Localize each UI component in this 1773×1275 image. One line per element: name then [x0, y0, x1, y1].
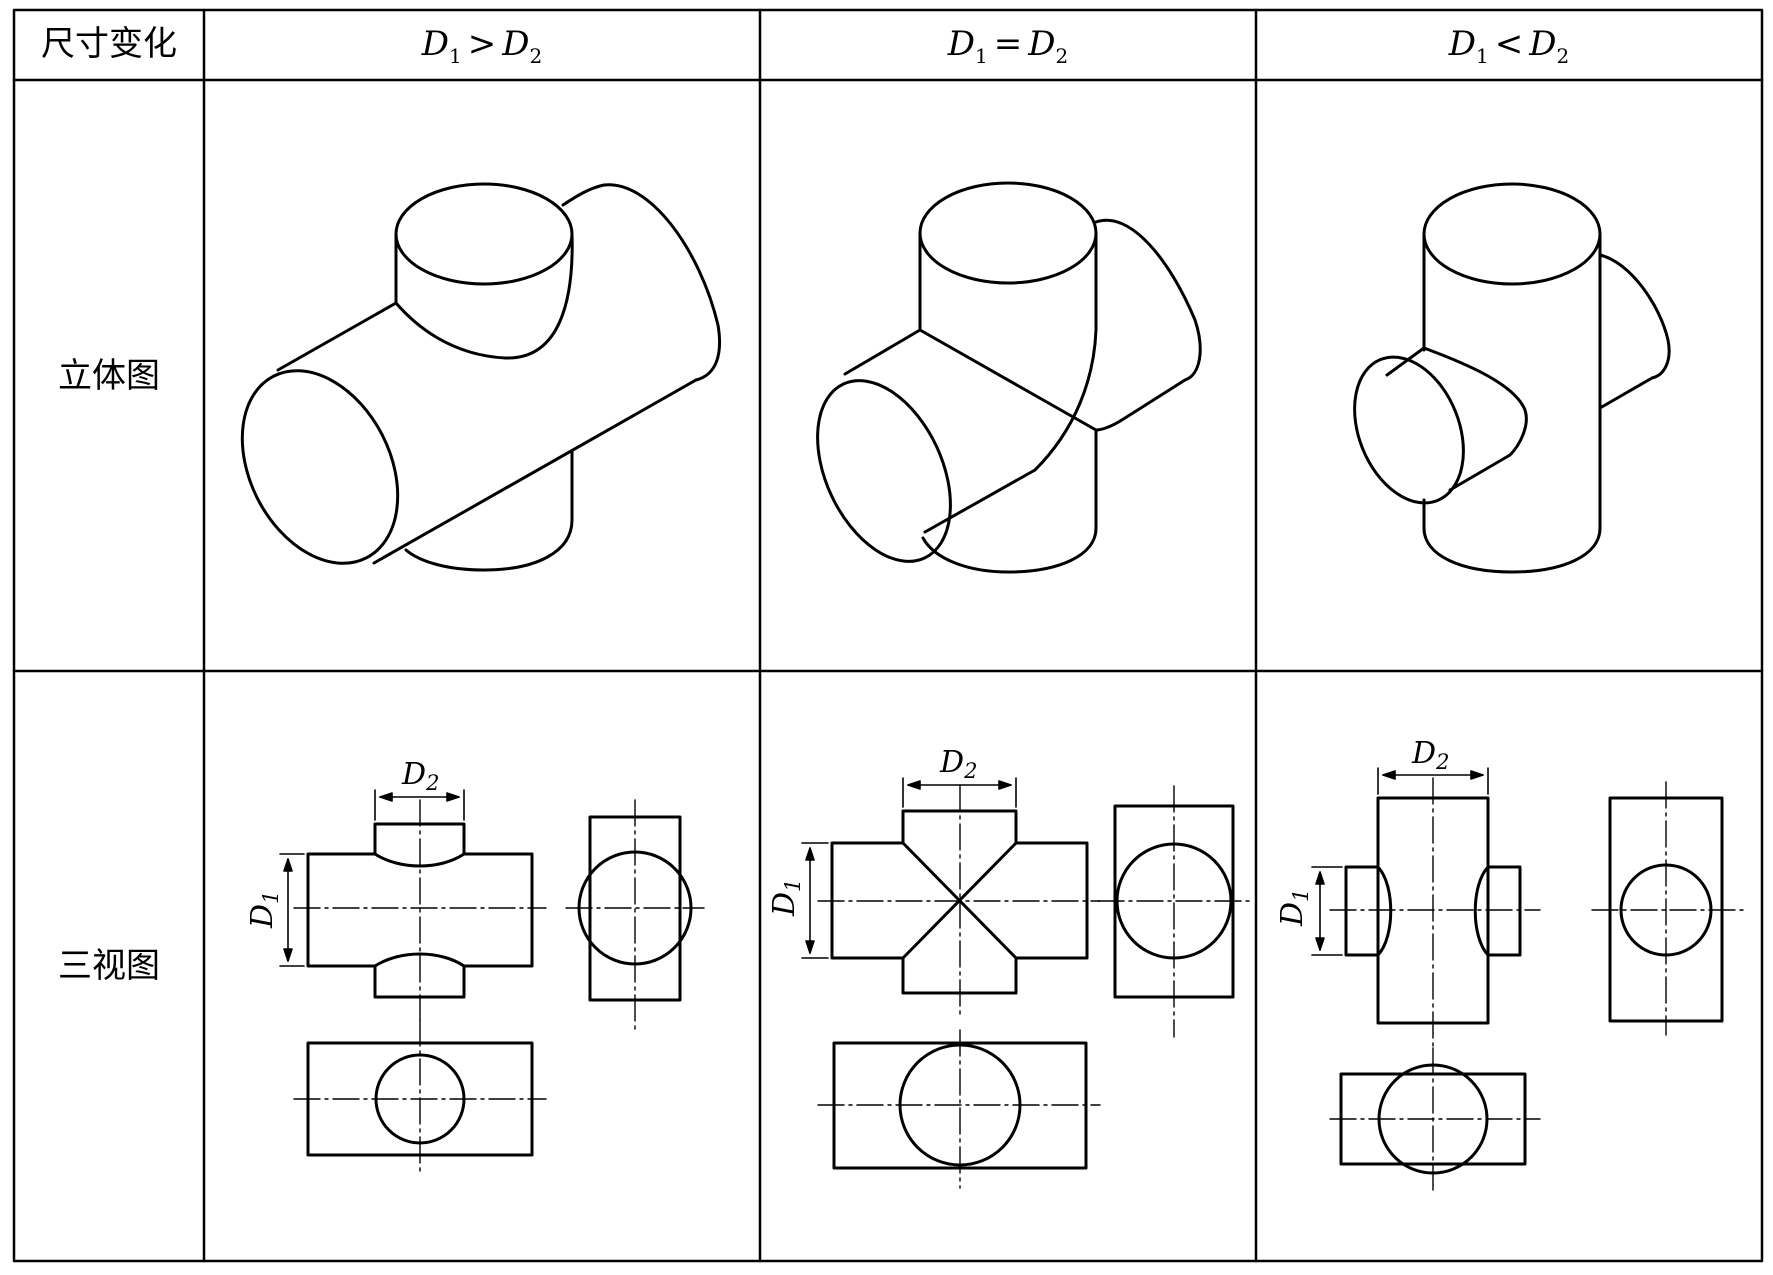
front-view-left-stub [1344, 865, 1380, 957]
vertical-pipe-bottom [1422, 498, 1602, 574]
centerlines [1329, 777, 1747, 1191]
vertical-pipe-right-curve [1033, 231, 1098, 472]
ortho-d1-greater [279, 789, 705, 1176]
front-view-left-curve [1376, 865, 1393, 957]
side-pipe-far-end [1094, 218, 1202, 432]
intersection-line [918, 328, 1098, 432]
dim-d2-label-3: D2 [1411, 736, 1449, 774]
dim-d1-label-3: D1 [1275, 889, 1313, 927]
dimension-text: D2 D2 D2 D1 D1 D1 [245, 736, 1449, 929]
short-pipe-top-edge [1385, 346, 1426, 377]
dimension-lines [279, 789, 465, 967]
dimension-lines [1311, 767, 1489, 956]
vertical-pipe-top-ellipse [918, 181, 1098, 285]
dim-d1-label-2: D1 [767, 879, 805, 917]
horizontal-pipe-top-edge [843, 328, 922, 376]
horizontal-pipe-near-end [240, 369, 400, 565]
centerlines [817, 784, 1251, 1189]
side-pipe-far-end [1598, 253, 1671, 410]
iso-d1-equal [816, 181, 1202, 574]
dimension-lines [801, 777, 1017, 959]
horizontal-pipe-bottom-edge [372, 378, 698, 565]
dim-d2-label-2: D2 [939, 745, 977, 783]
short-pipe-intersection [1422, 346, 1528, 492]
front-view-right-curve [1473, 865, 1490, 957]
row-label-ortho: 三视图 [58, 946, 160, 986]
column-header-greater: D1>D2 [421, 24, 543, 68]
column-header-less: D1<D2 [1448, 24, 1570, 68]
centerlines [293, 799, 705, 1176]
short-pipe-end [1353, 355, 1465, 505]
horizontal-pipe-near-end [816, 379, 952, 563]
iso-d1-greater [240, 182, 722, 572]
row-label-iso: 立体图 [58, 356, 160, 396]
horizontal-pipe-top-edge [276, 301, 398, 372]
dim-d1-label-1: D1 [245, 891, 283, 929]
vertical-pipe-top-ellipse [394, 182, 574, 286]
dim-d2-label-1: D2 [401, 757, 439, 795]
side-view-circle [577, 850, 693, 966]
horizontal-pipe-bottom-edge [923, 468, 1037, 534]
ortho-d1-less [1311, 767, 1747, 1191]
front-view-upper-curve [373, 852, 466, 868]
column-header-equal: D1=D2 [947, 24, 1069, 68]
front-view-lower-curve [373, 952, 466, 968]
side-view-circle [1115, 842, 1233, 960]
front-view-right-stub [1486, 865, 1522, 957]
table-grid [12, 8, 1764, 1263]
corner-label: 尺寸变化 [41, 24, 177, 64]
vertical-pipe-bottom [921, 428, 1098, 574]
iso-d1-less [1353, 182, 1671, 574]
vertical-pipe-top-ellipse [1422, 182, 1602, 286]
ortho-d1-equal [801, 777, 1251, 1189]
intersection-curve [394, 232, 574, 360]
vertical-pipe-bottom [404, 449, 574, 572]
table-border [12, 8, 1764, 1263]
horizontal-pipe-far-end [561, 183, 722, 382]
